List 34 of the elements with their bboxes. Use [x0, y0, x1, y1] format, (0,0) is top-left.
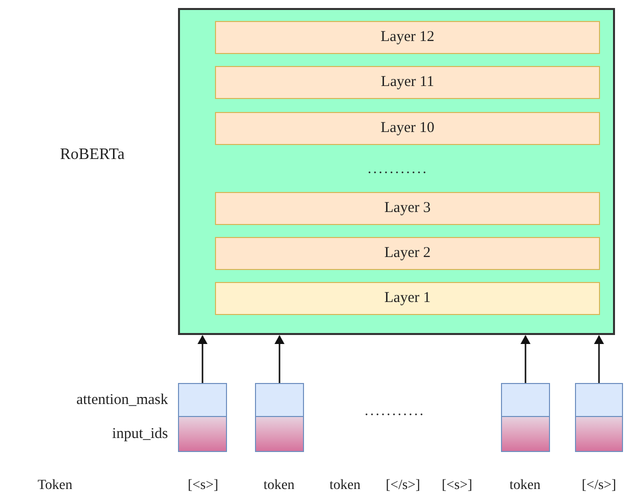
- layer-box: [215, 21, 600, 54]
- layer-box: [215, 282, 600, 315]
- input-column: [501, 383, 550, 452]
- layer-box: [215, 237, 600, 270]
- layer-box: [215, 66, 600, 99]
- layer-label: Layer 1: [384, 289, 431, 308]
- input-column: [575, 383, 623, 452]
- arrow: [198, 335, 208, 383]
- layer-label: Layer 2: [384, 244, 431, 264]
- model-box: [178, 8, 615, 335]
- arrow: [594, 335, 604, 383]
- arrow: [520, 335, 530, 383]
- token-label: [<s>]: [186, 477, 220, 495]
- layer-box: [215, 112, 600, 145]
- token-label: [<s>]: [440, 477, 474, 495]
- token-label: token: [328, 477, 362, 495]
- layer-label: Layer 3: [384, 199, 431, 218]
- model-name: RoBERTa: [60, 145, 125, 165]
- token-label: token: [262, 477, 296, 495]
- token-label: [</s>]: [384, 477, 422, 495]
- layer-label: Layer 11: [380, 73, 434, 92]
- input-column: [255, 383, 304, 452]
- row-label: input_ids: [111, 425, 168, 444]
- ellipsis: ...........: [366, 161, 430, 179]
- arrow: [274, 335, 284, 383]
- token-label: [</s>]: [580, 477, 618, 495]
- layer-box: [215, 192, 600, 225]
- input-column: [178, 383, 227, 452]
- row-label: attention_mask: [75, 391, 168, 410]
- token-label: Token: [36, 477, 74, 495]
- layer-label: Layer 10: [380, 119, 434, 138]
- ellipsis: ...........: [364, 403, 426, 421]
- token-label: token: [508, 477, 542, 495]
- layer-label: Layer 12: [380, 28, 434, 48]
